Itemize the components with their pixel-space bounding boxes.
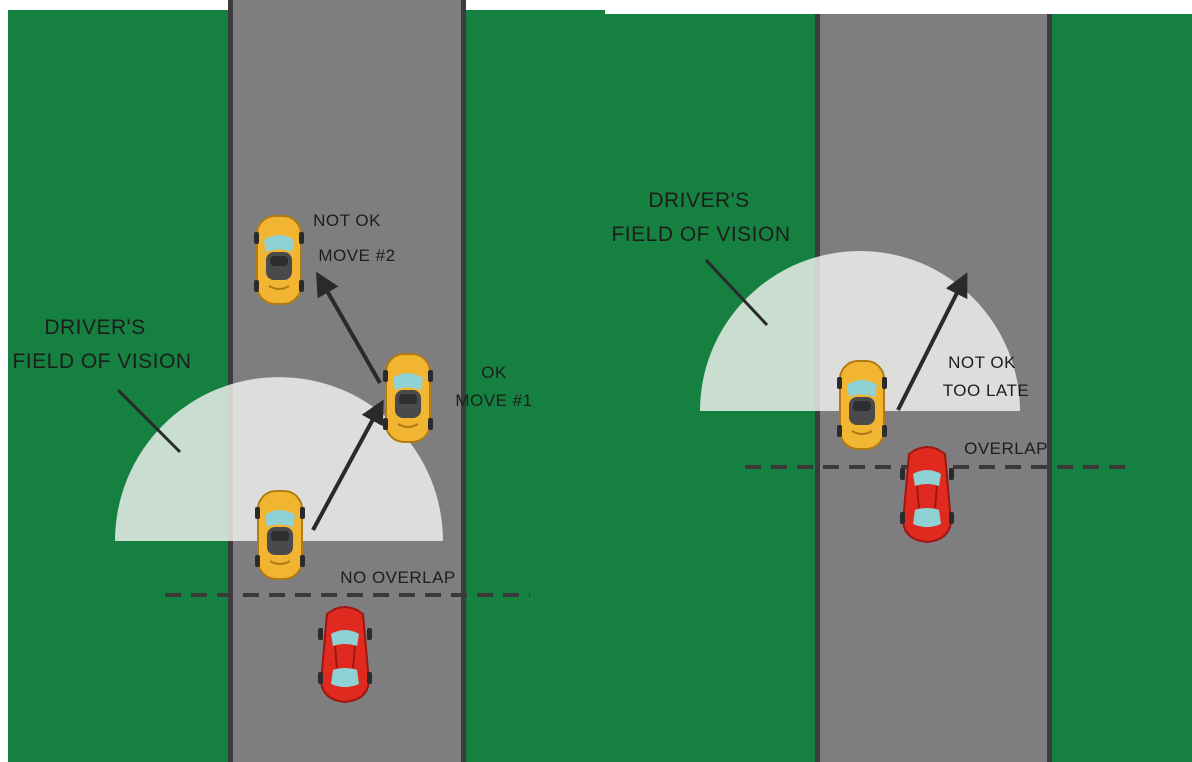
- left-vision-label-line2: FIELD OF VISION: [12, 350, 191, 373]
- left-car-move2: [254, 216, 304, 304]
- left-car-red: [318, 607, 372, 702]
- left-overlap-label: NO OVERLAP: [340, 568, 456, 587]
- right-vision-label-line1: DRIVER'S: [648, 189, 749, 212]
- left-panel: DRIVER'S FIELD OF VISION NOT OK MOVE #2 …: [8, 0, 605, 762]
- right-vision-label-line2: FIELD OF VISION: [611, 223, 790, 246]
- left-road-edge-right: [461, 0, 466, 762]
- left-move1-line1: OK: [481, 363, 507, 382]
- left-vision-label-line1: DRIVER'S: [44, 316, 145, 339]
- right-panel: DRIVER'S FIELD OF VISION NOT OK TOO LATE…: [605, 14, 1192, 762]
- left-move2-line2: MOVE #2: [318, 246, 395, 265]
- right-car-red: [900, 447, 954, 542]
- left-road-edge-left: [228, 0, 233, 762]
- right-late-line1: NOT OK: [948, 353, 1016, 372]
- right-late-line2: TOO LATE: [943, 381, 1030, 400]
- left-car-move1: [383, 354, 433, 442]
- left-move2-line1: NOT OK: [313, 211, 381, 230]
- right-car-yellow: [837, 361, 887, 449]
- right-overlap-label: OVERLAP: [964, 439, 1048, 458]
- left-car-start: [255, 491, 305, 579]
- right-road-edge-right: [1047, 14, 1052, 762]
- left-move1-line2: MOVE #1: [455, 391, 532, 410]
